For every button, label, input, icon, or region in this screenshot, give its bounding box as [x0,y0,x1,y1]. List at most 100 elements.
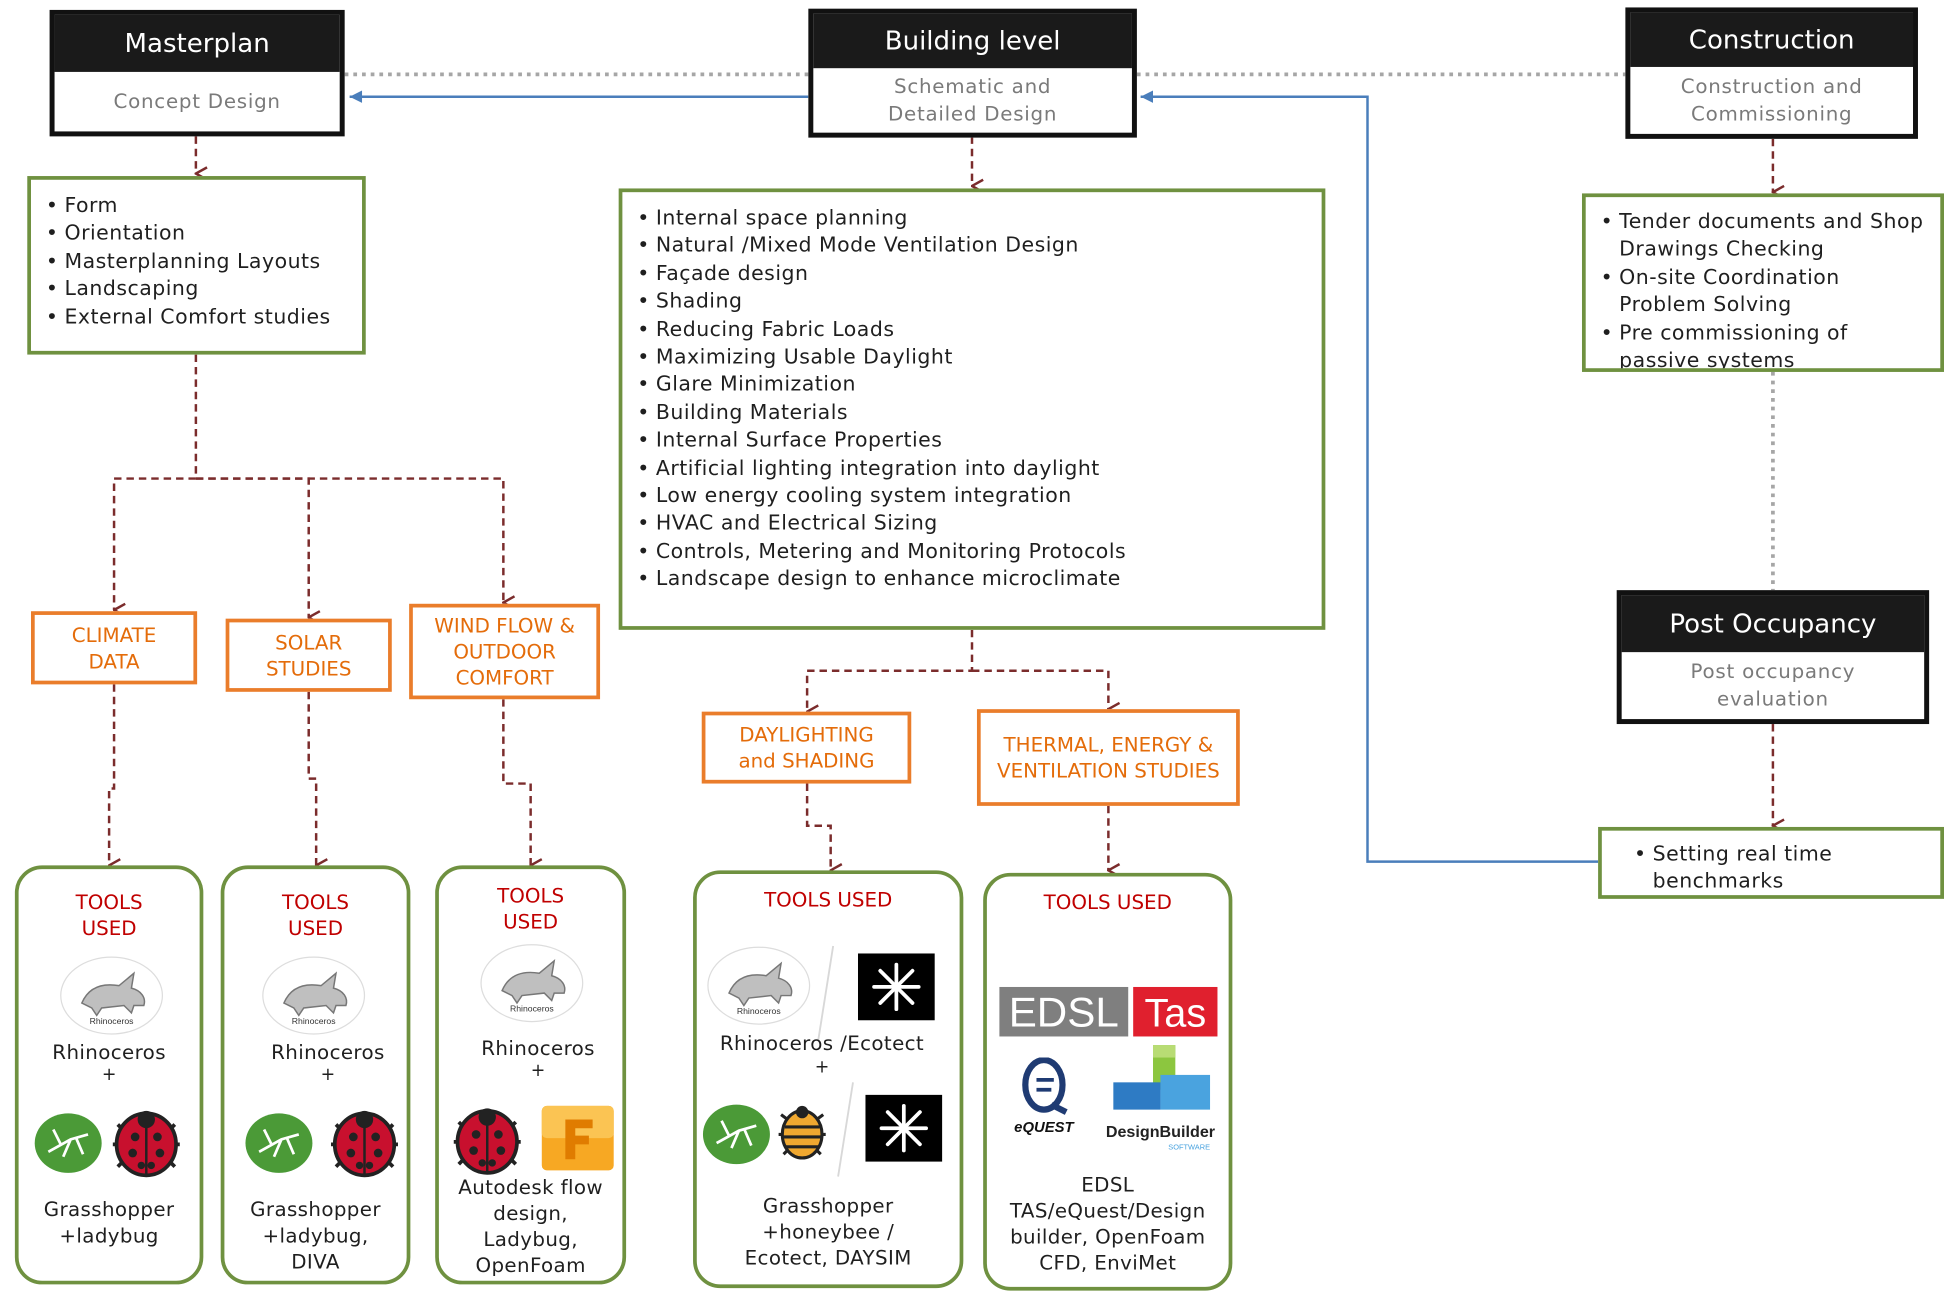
masterplan-task-list: FormOrientationMasterplanning LayoutsLan… [27,176,366,355]
list-item: Low energy cooling system integration [622,482,1321,510]
equest-logo-icon: eQUEST [1014,1057,1076,1136]
ecotect-icon [857,953,935,1021]
stage-title: Post Occupancy [1621,595,1925,653]
bullet-list: Tender documents and Shop Drawings Check… [1586,208,1941,368]
plus-sign: + [530,1061,546,1082]
stage-post-occupancy: Post Occupancy Post occupancy evaluation [1616,590,1930,725]
list-item: Reducing Fabric Loads [622,316,1321,344]
svg-text:eQUEST: eQUEST [1014,1120,1075,1136]
tools-card-thermal: TOOLS USED EDSL Tas eQUEST DesignBuilder… [983,872,1233,1291]
rhinoceros-logo-icon: Rhinoceros [480,944,584,1023]
list-item: Orientation [31,220,362,248]
list-item: Artificial lighting integration into day… [622,455,1321,483]
tools-description: Grasshopper +ladybug, DIVA [250,1197,381,1274]
bullet-list: FormOrientationMasterplanning LayoutsLan… [31,192,362,331]
list-item: External Comfort studies [31,303,362,331]
list-item: Masterplanning Layouts [31,248,362,276]
study-daylighting-shading: DAYLIGHTING and SHADING [701,711,912,784]
tools-heading: TOOLS USED [497,883,565,934]
stage-subtitle: Post occupancy evaluation [1690,659,1856,711]
grasshopper-icon [34,1113,102,1173]
designbuilder-logo-icon: DesignBuilder SOFTWARE [1106,1045,1216,1151]
tools-description: Grasshopper +honeybee / Ecotect, DAYSIM [744,1193,912,1270]
tools-description: EDSL TAS/eQuest/Design builder, OpenFoam… [1009,1172,1206,1275]
list-item: Landscape design to enhance microclimate [622,566,1321,594]
tools-heading: TOOLS USED [1043,890,1172,914]
svg-text:EDSL: EDSL [1009,989,1119,1036]
ladybug-icon [112,1110,180,1178]
tools-card-solar: TOOLS USED Rhinoceros Rhinoceros + Grass… [220,865,411,1285]
list-item: Shading [622,288,1321,316]
tools-heading: TOOLS USED [75,890,143,940]
tools-card-wind: TOOLS USED Rhinoceros Rhinoceros + Autod… [435,865,627,1285]
list-item: On-site Coordination Problem Solving [1586,264,1933,320]
plus-sign: + [814,1057,830,1078]
study-wind-flow: WIND FLOW & OUTDOOR COMFORT [409,603,601,700]
svg-text:Rhinoceros: Rhinoceros [737,1006,781,1016]
study-solar-studies: SOLAR STUDIES [225,618,392,692]
stage-title: Masterplan [54,14,340,72]
tool-label-rhinoceros: Rhinoceros [271,1040,385,1064]
stage-title: Construction [1630,12,1914,67]
list-item: Pre commissioning of passive systems [1586,319,1933,368]
tools-description: Autodesk flow design, Ladybug, OpenFoam [458,1175,603,1277]
honeybee-icon [778,1105,826,1160]
grasshopper-icon [245,1113,313,1173]
study-thermal-energy: THERMAL, ENERGY & VENTILATION STUDIES [976,709,1240,806]
stage-subtitle: Concept Design [113,89,281,113]
construction-task-list: Tender documents and Shop Drawings Check… [1581,193,1944,372]
plus-sign: + [320,1064,336,1085]
list-item: Building Materials [622,399,1321,427]
stage-title: Building level [813,13,1132,69]
list-item: Tender documents and Shop Drawings Check… [1586,208,1933,264]
list-item: Façade design [622,260,1321,288]
list-item: Setting real time benchmarks [1619,841,1940,897]
list-item: Landscaping [31,276,362,304]
stage-construction: Construction Construction and Commission… [1625,7,1918,139]
svg-text:SOFTWARE: SOFTWARE [1168,1142,1210,1151]
tools-card-climate: TOOLS USED Rhinoceros Rhinoceros + Grass… [14,865,204,1285]
rhinoceros-logo-icon: Rhinoceros [707,946,811,1025]
dotted-stage-links [344,72,1775,591]
list-item: Form [31,192,362,220]
svg-text:DesignBuilder: DesignBuilder [1106,1123,1216,1141]
study-climate-data: CLIMATE DATA [30,611,198,685]
ladybug-icon [453,1108,521,1175]
stage-building-level: Building level Schematic and Detailed De… [808,8,1137,138]
list-item: Natural /Mixed Mode Ventilation Design [622,232,1321,260]
list-item: Glare Minimization [622,371,1321,399]
tool-label-rhinoceros-ecotect: Rhinoceros /Ecotect [719,1031,925,1056]
rhinoceros-logo-icon: Rhinoceros [262,956,366,1035]
rhinoceros-logo-icon: Rhinoceros [60,956,164,1035]
ladybug-icon [331,1110,398,1178]
plus-sign: + [101,1064,117,1085]
list-item: Internal space planning [622,205,1321,233]
stage-subtitle: Schematic and Detailed Design [888,74,1058,126]
divider-line [817,945,835,1041]
blue-feedback-arrows [349,90,1601,863]
tools-description: Grasshopper +ladybug [43,1197,175,1248]
list-item: Controls, Metering and Monitoring Protoc… [622,538,1321,566]
autodesk-flow-design-icon [541,1105,614,1171]
list-item: HVAC and Electrical Sizing [622,510,1321,538]
post-occupancy-task-list: Setting real time benchmarks [1598,826,1944,899]
edsl-tas-logo-icon: EDSL Tas [999,986,1218,1037]
stage-subtitle: Construction and Commissioning [1680,74,1863,126]
tools-heading: TOOLS USED [282,890,350,940]
building-task-list: Internal space planningNatural /Mixed Mo… [618,188,1326,630]
list-item: Maximizing Usable Daylight [622,343,1321,371]
svg-text:Rhinoceros: Rhinoceros [292,1016,336,1026]
tool-label-rhinoceros: Rhinoceros [481,1036,595,1061]
list-item: Internal Surface Properties [622,427,1321,455]
grasshopper-icon [702,1104,770,1165]
stage-masterplan: Masterplan Concept Design [49,9,345,137]
bullet-list: Internal space planningNatural /Mixed Mo… [622,205,1321,594]
bullet-list: Setting real time benchmarks [1602,841,1940,897]
tool-label-rhinoceros: Rhinoceros [52,1040,166,1064]
tools-heading: TOOLS USED [764,887,893,912]
svg-text:Rhinoceros: Rhinoceros [90,1016,134,1026]
ecotect-icon [865,1094,943,1162]
divider-line [837,1082,854,1177]
dashed-flow-arrows [107,136,1773,870]
